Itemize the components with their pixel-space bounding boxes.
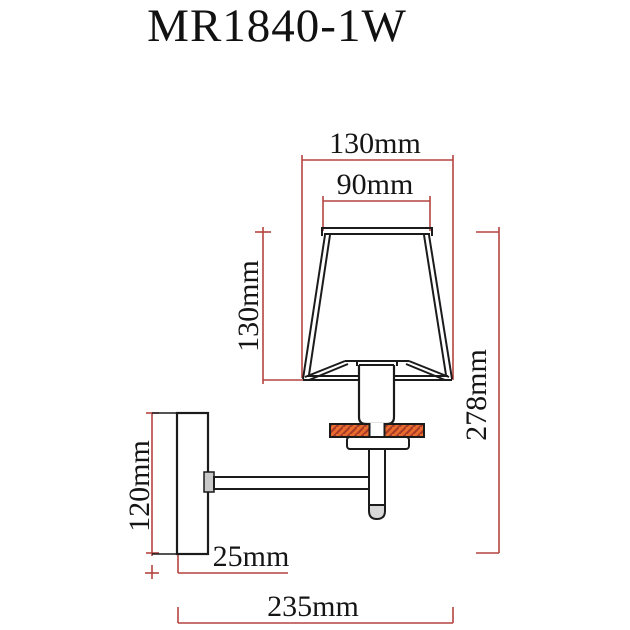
shade-right-inner-edge [423, 234, 447, 376]
dim-label-backplate-depth: 25mm [212, 540, 290, 573]
mounting-arm [213, 476, 371, 490]
dim-label-shade-top-width: 130mm [329, 127, 421, 160]
wall-backplate [175, 411, 210, 556]
dim-label-shade-height: 130mm [232, 260, 265, 352]
bracket-crossbar [345, 360, 409, 366]
dim-label-shade-opening-width: 90mm [336, 168, 414, 201]
dim-label-total-height: 278mm [460, 349, 493, 441]
bracket-left-arm [304, 360, 349, 381]
shade-left-edge [302, 234, 326, 380]
shade-top-rim [321, 227, 433, 236]
arm-connector-tab [203, 471, 215, 493]
product-title: MR1840-1W [147, 0, 407, 52]
stem [368, 448, 386, 521]
dim-label-backplate-height: 120mm [123, 440, 156, 532]
dim-label-total-projection: 235mm [267, 590, 359, 623]
dimension-lines [145, 155, 500, 624]
wood-disc-gap [370, 423, 384, 438]
stem-end-cap [368, 504, 386, 521]
bracket-right-arm [405, 360, 450, 381]
flange [346, 436, 410, 450]
wood-disc [329, 423, 425, 438]
socket-cup [357, 365, 396, 426]
shade-left-inner-edge [308, 234, 331, 376]
lampshade [302, 227, 453, 381]
shade-right-edge [428, 234, 453, 380]
